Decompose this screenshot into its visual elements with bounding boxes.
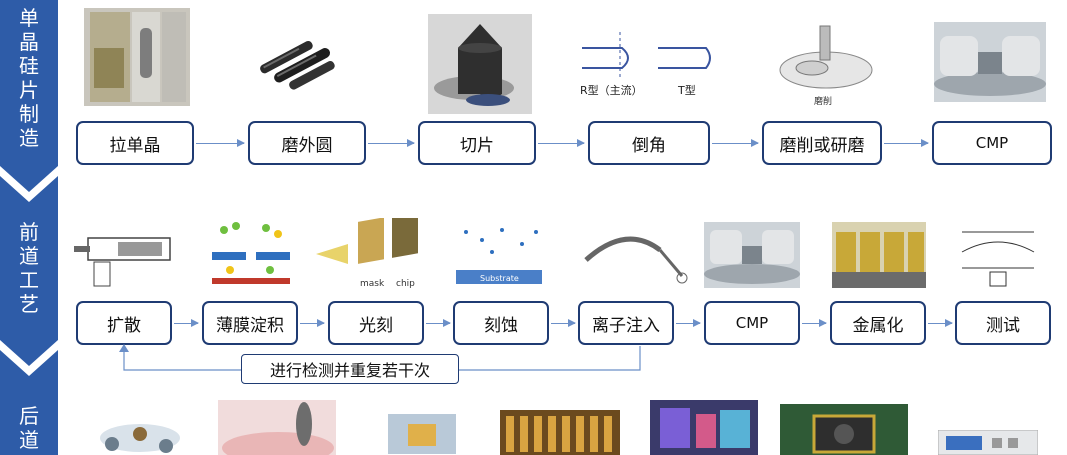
arrow <box>928 319 953 327</box>
step-label: 离子注入 <box>592 315 660 336</box>
step-crystal-pulling: 拉单晶 <box>76 121 194 165</box>
ingot-rods-image <box>252 38 344 90</box>
cmp-machine-image-2 <box>704 222 800 288</box>
stage-char: 造 <box>19 126 39 150</box>
arrow <box>538 139 585 147</box>
stage-back-end: 后 道 <box>0 404 58 452</box>
step-label: 测试 <box>986 315 1020 336</box>
chip-caption: chip <box>396 279 415 289</box>
step-chamfering: 倒角 <box>588 121 710 165</box>
arrow <box>712 139 759 147</box>
mask-caption: mask <box>360 279 385 289</box>
step-label: 光刻 <box>359 315 393 336</box>
stage-char: 硅 <box>19 54 39 78</box>
step-cmp-frontend: CMP <box>704 301 800 345</box>
step-thin-film-deposition: 薄膜淀积 <box>202 301 298 345</box>
step-label: CMP <box>975 134 1009 152</box>
chamfer-t-caption: T型 <box>677 83 696 97</box>
backend-leadframe-image <box>500 410 620 455</box>
step-label: 切片 <box>460 135 494 156</box>
diffusion-furnace-image <box>68 216 182 292</box>
cmp-machine-image-1 <box>934 22 1046 102</box>
backend-dicing-image <box>218 400 336 455</box>
step-od-grinding: 磨外圆 <box>248 121 366 165</box>
stage-char: 制 <box>19 102 39 126</box>
stage-char: 后 <box>19 404 39 428</box>
arrow <box>300 319 325 327</box>
testing-diagram-image <box>958 212 1038 292</box>
stage-char: 单 <box>19 6 39 30</box>
step-label: 倒角 <box>632 135 666 156</box>
step-label: CMP <box>735 314 769 332</box>
arrow <box>368 139 415 147</box>
step-ion-implantation: 离子注入 <box>578 301 674 345</box>
stage-char: 艺 <box>19 292 39 316</box>
wafer-slicing-image <box>428 14 532 114</box>
backend-equipment-image <box>650 400 758 455</box>
thin-film-deposition-image <box>206 216 296 292</box>
ion-implanter-image <box>566 220 690 290</box>
lithography-image: mask chip <box>312 218 430 290</box>
step-label: 刻蚀 <box>484 315 518 336</box>
stage-char: 工 <box>19 268 39 292</box>
backend-packaging-image-1 <box>92 404 188 455</box>
chamfer-profile-image: R型（主流） T型 <box>574 28 716 100</box>
step-label: 薄膜淀积 <box>216 315 284 336</box>
feedback-loop-label: 进行检测并重复若干次 <box>241 354 459 384</box>
step-label: 磨外圆 <box>281 135 333 156</box>
feedback-label-text: 进行检测并重复若干次 <box>269 361 430 380</box>
step-label: 金属化 <box>852 315 904 336</box>
stage-char: 晶 <box>19 30 39 54</box>
stage-char: 道 <box>19 244 39 268</box>
etching-image: Substrate <box>452 220 546 290</box>
arrow <box>676 319 701 327</box>
step-cmp-wafer: CMP <box>932 121 1052 165</box>
crystal-puller-image <box>84 8 190 106</box>
step-etching: 刻蚀 <box>453 301 549 345</box>
stage-char: 道 <box>19 428 39 452</box>
step-label: 磨削或研磨 <box>779 135 865 156</box>
arrow <box>802 319 827 327</box>
step-testing: 测试 <box>955 301 1051 345</box>
backend-wire-bond-image <box>378 404 466 455</box>
stage-front-end: 前 道 工 艺 <box>0 220 58 316</box>
step-metallization: 金属化 <box>830 301 926 345</box>
metallization-image <box>832 222 926 288</box>
arrow <box>884 139 929 147</box>
stage-ribbon <box>0 0 58 455</box>
arrow <box>196 139 245 147</box>
stage-char: 片 <box>19 78 39 102</box>
step-slicing: 切片 <box>418 121 536 165</box>
arrow <box>551 319 576 327</box>
grind-caption: 磨削 <box>814 95 832 107</box>
backend-tester-image <box>938 430 1038 455</box>
step-label: 拉单晶 <box>109 135 161 156</box>
arrow <box>426 319 451 327</box>
stage-wafer-manufacturing: 单 晶 硅 片 制 造 <box>0 6 58 150</box>
chamfer-r-caption: R型（主流） <box>580 83 643 97</box>
step-grinding-lapping: 磨削或研磨 <box>762 121 882 165</box>
step-lithography: 光刻 <box>328 301 424 345</box>
arrow <box>174 319 199 327</box>
backend-packaged-chip-image <box>780 404 908 455</box>
step-label: 扩散 <box>107 315 141 336</box>
grinding-image: 磨削 <box>774 20 878 110</box>
substrate-caption: Substrate <box>480 274 519 283</box>
stage-char: 前 <box>19 220 39 244</box>
